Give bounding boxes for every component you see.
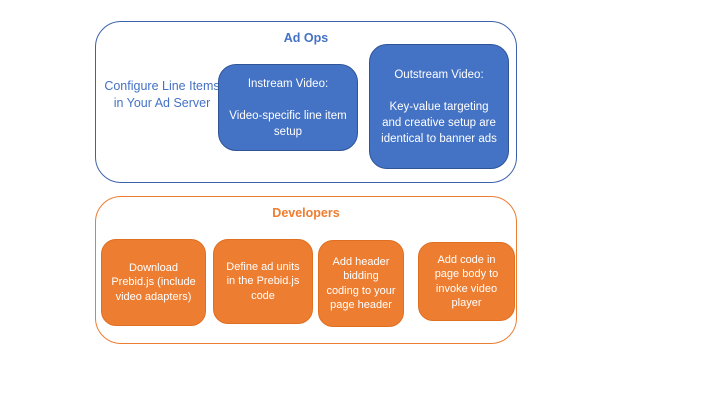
dev-step-invoke-player-label: Add code in page body to invoke video pl…	[434, 253, 499, 310]
dev-step-header-bidding-box: Add header bidding coding to your page h…	[318, 240, 404, 327]
outstream-video-body: Key-value targeting and creative setup a…	[381, 100, 497, 145]
outstream-video-heading: Outstream Video:	[394, 68, 484, 81]
dev-step-download-prebid-label: Download Prebid.js (include video adapte…	[111, 261, 196, 303]
instream-video-body: Video-specific line item setup	[229, 109, 347, 138]
dev-step-define-ad-units-box: Define ad units in the Prebid.js code	[213, 239, 313, 324]
developers-title: Developers	[272, 206, 340, 220]
dev-step-invoke-player-box: Add code in page body to invoke video pl…	[418, 242, 515, 321]
instream-video-heading: Instream Video:	[247, 77, 329, 90]
dev-step-define-ad-units-label: Define ad units in the Prebid.js code	[226, 260, 300, 302]
dev-step-download-prebid-box: Download Prebid.js (include video adapte…	[101, 239, 206, 326]
ad-ops-group: Ad Ops Configure Line Items in Your Ad S…	[95, 21, 517, 183]
instream-video-box: Instream Video: Video-specific line item…	[218, 64, 358, 151]
developers-group: Developers Download Prebid.js (include v…	[95, 196, 517, 344]
ad-ops-title: Ad Ops	[283, 31, 329, 45]
dev-step-header-bidding-label: Add header bidding coding to your page h…	[326, 255, 396, 312]
outstream-video-box: Outstream Video: Key-value targeting and…	[369, 44, 509, 169]
ad-ops-side-note: Configure Line Items in Your Ad Server	[104, 79, 220, 110]
